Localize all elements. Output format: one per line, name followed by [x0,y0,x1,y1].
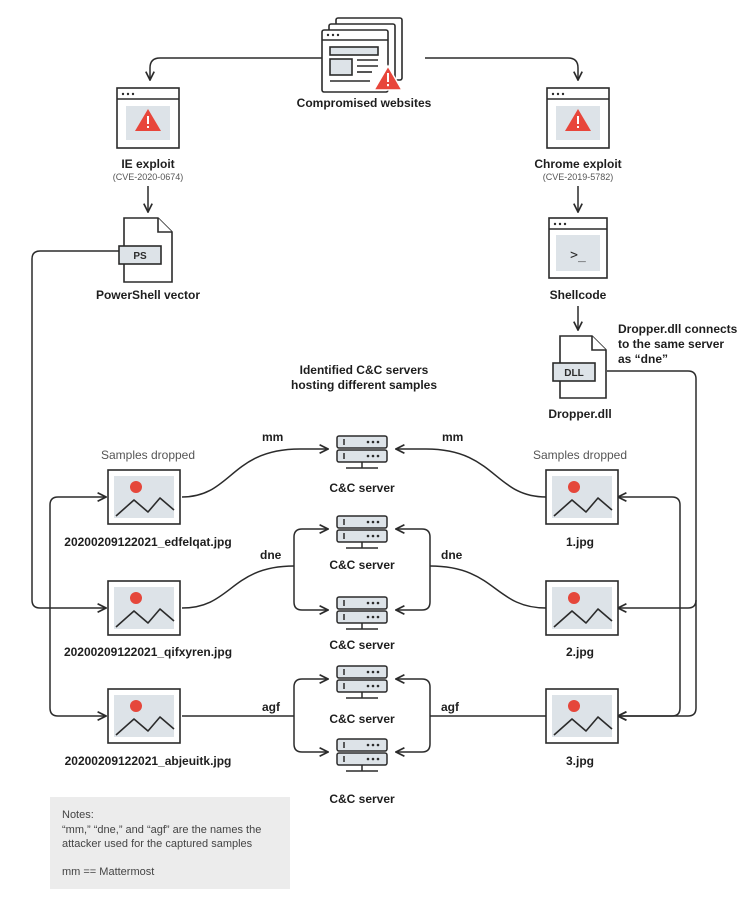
compromised-websites-label: Compromised websites [296,96,432,110]
edge-agf-left-up [293,679,328,716]
left-sample-1-image-icon [107,469,181,525]
edge-label-mm-left: mm [262,430,284,444]
right-sample-2-image-icon [545,580,619,636]
center-title-line-2: hosting different samples [290,378,438,392]
dropper-note-line-3: as “dne” [618,352,669,366]
sample-images [107,469,619,744]
right-sample-1-filename: 1.jpg [565,535,595,549]
cc-server-label-dne-1: C&C server [329,558,395,572]
edge-agf-left-down [293,716,328,752]
ps-file-tag: PS [133,251,147,262]
cc-server-label-agf-2: C&C server [329,792,395,806]
edge-agf-right-down [396,716,431,752]
edge-label-mm-right: mm [442,430,464,444]
dropper-note-line-1: Dropper.dll connects [618,322,738,336]
dll-file-icon [552,335,607,399]
left-sample-2-filename: 20200209122021_qifxyren.jpg [63,645,233,659]
dropper-dll-label: Dropper.dll [548,407,612,421]
notes-title: Notes: [62,809,94,821]
edge-dne-left-down [293,566,328,610]
cc-server-label-dne-2: C&C server [329,638,395,652]
edge-dne-right-trunk [429,565,547,609]
notes-line-1: “mm,” “dne,” and “agf” are the names the [62,824,262,836]
edge-label-agf-left: agf [262,700,280,714]
cc-server-label-agf-1: C&C server [329,712,395,726]
compromised-websites-icon [321,17,403,93]
arrow-top-to-chrome [425,57,578,80]
right-bracket [618,497,681,716]
right-sample-2-filename: 2.jpg [565,645,595,659]
right-samples-heading: Samples dropped [532,448,628,462]
shellcode-prompt: >_ [570,248,586,263]
edge-label-dne-left: dne [260,548,282,562]
chrome-browser-warning-icon [546,87,610,149]
edge-mm-right [396,449,547,498]
notes-footer: mm == Mattermost [62,866,155,878]
powershell-vector-label: PowerShell vector [95,288,201,302]
powershell-file-icon [118,217,173,283]
cc-server-label-mm: C&C server [329,481,395,495]
dll-file-tag: DLL [564,368,583,379]
chrome-exploit-label: Chrome exploit [534,157,622,171]
left-sample-1-filename: 20200209122021_edfelqat.jpg [64,535,232,549]
shellcode-terminal-icon [548,217,608,279]
cc-server-mm-icon [336,435,388,469]
connectors [31,57,697,752]
ie-cve-label: (CVE-2020-0674) [112,172,184,182]
line-ps-to-qifxyren [31,250,124,608]
shellcode-label: Shellcode [549,288,607,302]
cc-servers [336,435,388,772]
edge-mm-left [181,449,328,498]
dropper-note-line-2: to the same server [618,337,725,351]
edge-dne-left-trunk [181,565,295,609]
chrome-cve-label: (CVE-2019-5782) [542,172,614,182]
line-right-branch-3 [618,600,697,716]
edge-label-dne-right: dne [441,548,463,562]
right-sample-1-image-icon [545,469,619,525]
cc-server-agf-2-icon [336,738,388,772]
cc-server-dne-2-icon [336,596,388,630]
line-dll-to-samples [607,370,697,608]
cc-server-dne-1-icon [336,515,388,549]
compromised-warning-icon [372,64,404,91]
left-sample-3-image-icon [107,688,181,744]
edge-dne-right-down [396,566,431,610]
ie-browser-warning-icon [116,87,180,149]
notes-box: Notes: “mm,” “dne,” and “agf” are the na… [50,797,290,889]
cc-server-agf-1-icon [336,665,388,699]
ie-exploit-label: IE exploit [121,157,175,171]
edge-dne-right-up [396,529,431,566]
arrow-top-to-ie [150,57,325,80]
edge-agf-right-up [396,679,431,716]
right-sample-3-image-icon [545,688,619,744]
left-sample-3-filename: 20200209122021_abjeuitk.jpg [64,754,232,768]
notes-line-2: attacker used for the captured samples [62,838,253,850]
left-sample-2-image-icon [107,580,181,636]
edge-label-agf-right: agf [441,700,459,714]
edge-dne-left-up [293,529,328,566]
right-sample-3-filename: 3.jpg [565,754,595,768]
left-bracket [49,497,106,716]
center-title-line-1: Identified C&C servers [299,363,429,377]
left-samples-heading: Samples dropped [100,448,196,462]
